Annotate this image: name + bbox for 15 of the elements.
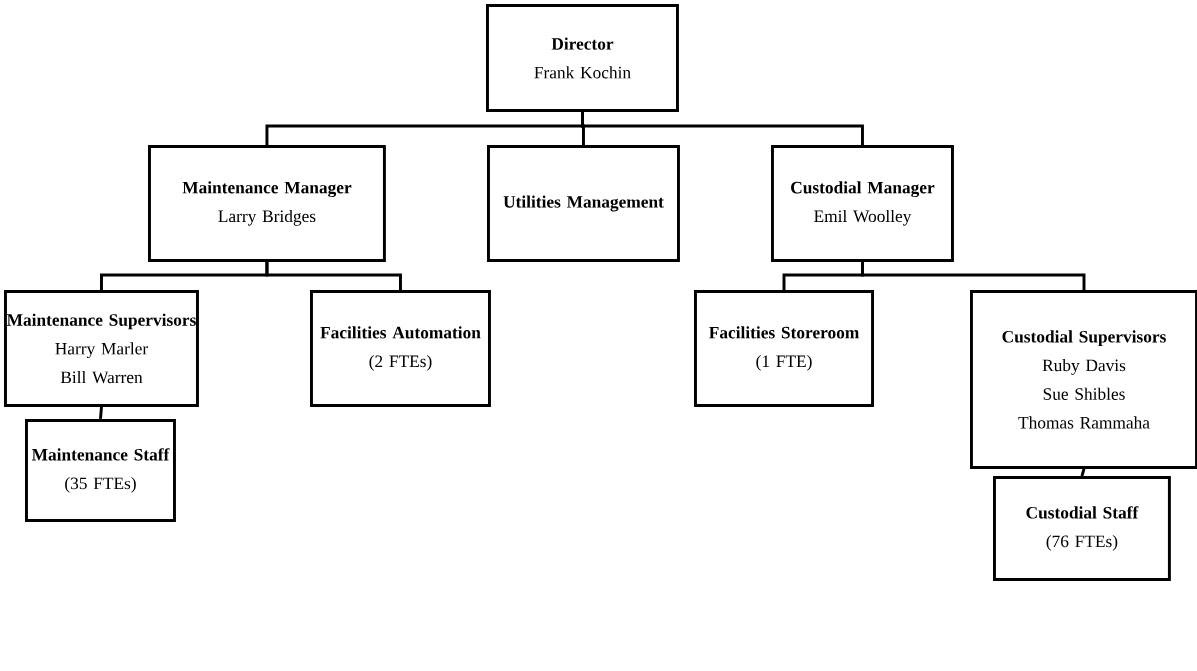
org-box: Custodial Supervisors Ruby Davis Sue Shibles Thomas Rammaha [970,290,1197,469]
org-box: Custodial Staff (76 FTEs) [993,476,1171,581]
org-box: Maintenance Supervisors Harry Marler Bill Warren [4,290,199,407]
connector-line [265,261,402,290]
connector-line [861,261,1086,290]
org-box: Facilities Automation (2 FTEs) [310,290,491,407]
org-box: Facilities Storeroom (1 FTE) [694,290,874,407]
connector-line [99,406,103,420]
connector-line [581,112,864,145]
connector-line [1080,468,1086,477]
org-box: Custodial Manager Emil Woolley [771,145,954,262]
org-box: Utilities Management [487,145,680,262]
org-box: Director Frank Kochin [486,4,679,112]
org-box: Maintenance Staff (35 FTEs) [25,419,176,522]
org-box: Maintenance Manager Larry Bridges [148,145,386,262]
